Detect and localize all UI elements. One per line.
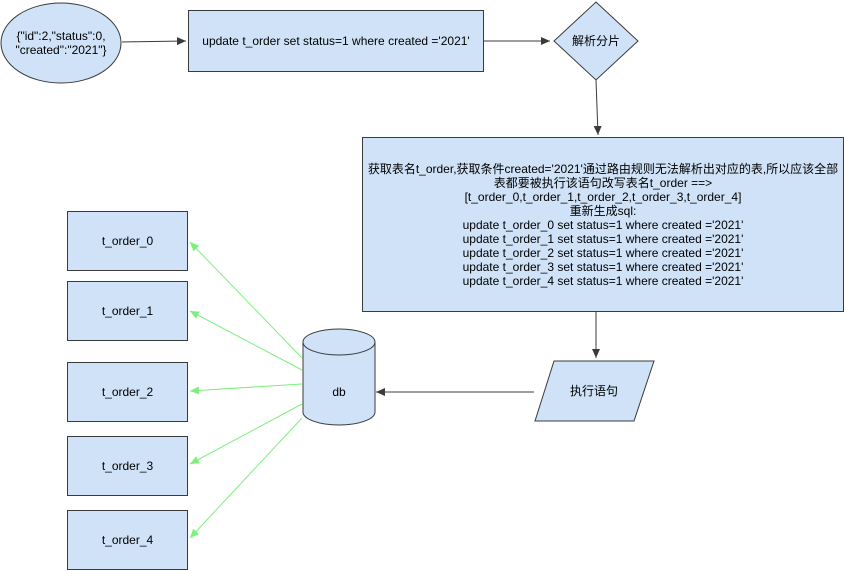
explanation-line: update t_order_0 set status=1 where crea… bbox=[462, 217, 744, 232]
json-record-label: {"id":2,"status":0, "created":"2021"} bbox=[15, 29, 107, 57]
table-box-t_order_3: t_order_3 bbox=[67, 436, 188, 496]
execute-label: 执行语句 bbox=[569, 384, 618, 398]
edge-db-to-t_order_2 bbox=[189, 383, 303, 395]
parse-shard-diamond bbox=[553, 1, 639, 81]
execute-parallelogram bbox=[534, 360, 655, 422]
update-sql-box: update t_order set status=1 where create… bbox=[188, 10, 484, 72]
edge-db-to-t_order_4 bbox=[189, 417, 303, 539]
explanation-line: 重新生成sql: bbox=[569, 203, 637, 218]
table-label: t_order_1 bbox=[101, 304, 154, 318]
explanation-line: [t_order_0,t_order_1,t_order_2,t_order_3… bbox=[464, 189, 742, 204]
explanation-line: update t_order_2 set status=1 where crea… bbox=[462, 245, 744, 260]
json-record-ellipse bbox=[0, 2, 122, 84]
table-box-t_order_4: t_order_4 bbox=[67, 510, 188, 570]
table-label: t_order_0 bbox=[101, 234, 154, 248]
parse-shard-label: 解析分片 bbox=[571, 34, 620, 48]
edge-db-to-t_order_1 bbox=[189, 310, 303, 371]
update-sql-label: update t_order set status=1 where create… bbox=[202, 34, 470, 48]
table-box-t_order_0: t_order_0 bbox=[67, 211, 188, 271]
edge-db-to-t_order_3 bbox=[189, 403, 303, 465]
table-box-t_order_1: t_order_1 bbox=[67, 281, 188, 341]
db-label: db bbox=[332, 385, 346, 399]
edge-parse-to-explanation bbox=[593, 79, 602, 136]
explanation-line: update t_order_3 set status=1 where crea… bbox=[462, 259, 744, 274]
edge-db-to-t_order_0 bbox=[189, 241, 303, 359]
table-label: t_order_3 bbox=[101, 459, 154, 473]
explanation-box: 获取表名t_order,获取条件created='2021'通过路由规则无法解析… bbox=[362, 137, 844, 312]
explanation-line: update t_order_1 set status=1 where crea… bbox=[462, 231, 744, 246]
explanation-line: 获取表名t_order,获取条件created='2021'通过路由规则无法解析… bbox=[367, 161, 839, 176]
db-cylinder bbox=[302, 328, 376, 426]
table-label: t_order_2 bbox=[101, 385, 154, 399]
table-label: t_order_4 bbox=[101, 533, 154, 547]
explanation-line: update t_order_4 set status=1 where crea… bbox=[462, 273, 744, 288]
table-box-t_order_2: t_order_2 bbox=[67, 362, 188, 422]
explanation-line: 表都要被执行该语句改写表名t_order ==> bbox=[493, 175, 713, 190]
edge-json-to-sql bbox=[121, 37, 187, 46]
